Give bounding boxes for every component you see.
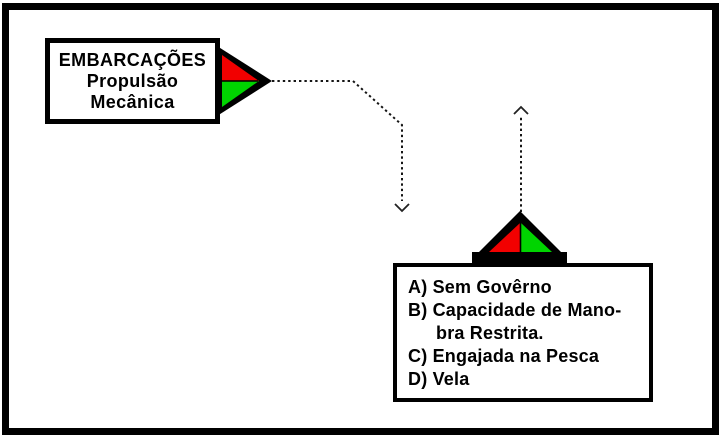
node-title-line2: Propulsão <box>86 70 179 91</box>
arrow-up-head-icon <box>513 105 529 115</box>
dashed-connector-down <box>272 80 410 213</box>
list-item-c: C) Engajada na Pesca <box>408 346 600 366</box>
starboard-green-light-front <box>521 223 552 252</box>
list-item-a: A) Sem Govêrno <box>408 277 552 297</box>
node-title-line1: EMBARCAÇÕES <box>58 49 207 70</box>
mechanical-propulsion-node: EMBARCAÇÕES Propulsão Mecânica <box>45 38 220 124</box>
list-item-b: B) Capacidade de Mano- <box>408 300 622 320</box>
port-red-light <box>222 55 259 81</box>
dashed-connector-up <box>513 105 529 212</box>
list-item-b-continued: bra Restrita. <box>436 323 544 343</box>
starboard-green-light <box>222 81 259 107</box>
arrow-down-head-icon <box>394 203 410 213</box>
vessel-bow-front-lights-icon <box>472 211 567 264</box>
dashed-path-down <box>272 80 403 201</box>
list-item-d: D) Vela <box>408 369 470 389</box>
vessel-bow-right-lights-icon <box>217 46 272 116</box>
node-title-line3: Mecânica <box>90 91 175 112</box>
priority-vessels-list: A) Sem Govêrno B) Capacidade de Mano- br… <box>393 263 653 402</box>
port-red-light-front <box>489 223 520 252</box>
